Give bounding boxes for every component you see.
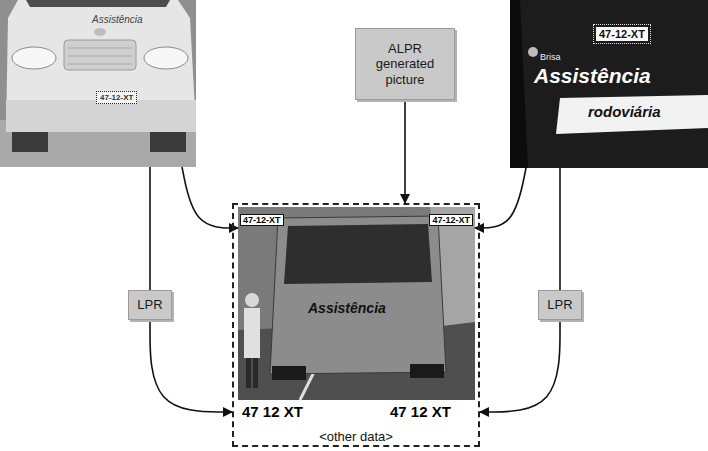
van-front-photo [6, 0, 196, 132]
van-front-photo [26, 0, 170, 7]
plate-text: 47-12-XT [596, 27, 648, 41]
text-slot: LPR [137, 297, 162, 313]
captured-image-scene [245, 293, 259, 307]
plate-reading: 47 12 XT [242, 403, 303, 420]
plate-overlay: 47-12-XT [429, 214, 473, 226]
process-box: ALPR generated picture [355, 28, 455, 100]
van-front-photo [68, 64, 132, 65]
van-front-photo [0, 0, 196, 167]
flow-arrow [559, 168, 561, 290]
van-front-photo [0, 0, 196, 167]
box-label: ALPR generated picture [362, 41, 448, 88]
plate-overlay: 47-12-XT [240, 214, 284, 226]
captured-image-scene [246, 358, 251, 388]
text-slot: 47-12-XT [596, 24, 648, 42]
box-label: LPR [137, 297, 162, 313]
van-rear-photo [556, 95, 708, 134]
flow-arrow [480, 320, 560, 412]
van-front-photo [68, 56, 132, 57]
plate-text: 47-12-XT [96, 91, 137, 104]
text-slot: Assistência [534, 64, 651, 88]
text-slot: Brisa [540, 46, 561, 64]
captured-image-scene [238, 207, 475, 400]
text-slot: Assistência [92, 9, 143, 27]
van-rear-photo [510, 0, 708, 168]
van-front-photo [12, 132, 48, 152]
van-front-photo [94, 28, 106, 36]
captured-image-scene [272, 366, 306, 380]
flow-arrow [150, 320, 232, 412]
text-slot: <other data> [234, 427, 478, 445]
text-slot: rodoviária [588, 103, 661, 121]
van-front-photo [6, 100, 196, 132]
captured-image-scene [253, 358, 258, 388]
logo-text: Brisa [540, 52, 561, 62]
process-box: LPR [128, 290, 172, 320]
flow-arrow [149, 167, 151, 290]
captured-image-scene [284, 224, 432, 284]
captured-image-scene [410, 364, 444, 378]
vehicle-rear-photo: Brisa 47-12-XT Assistência rodoviária [510, 0, 708, 168]
van-rear-photo [510, 0, 708, 168]
vehicle-lettering: rodoviária [588, 103, 661, 120]
text-slot: 47-12-XT [96, 86, 137, 104]
text-slot: 47-12-XT [429, 209, 473, 227]
van-rear-photo [528, 47, 538, 57]
data-note: <other data> [319, 429, 393, 444]
text-slot: 47 12 XT [242, 403, 303, 421]
text-slot: ALPR generated picture [362, 41, 448, 88]
vehicle-lettering: Assistência [308, 300, 386, 316]
captured-image-scene [270, 216, 446, 374]
van-front-photo [68, 48, 132, 49]
van-front-photo [150, 132, 186, 152]
plate-reading: 47 12 XT [390, 403, 451, 420]
flow-arrow [404, 100, 406, 203]
flow-arrow [182, 167, 238, 228]
van-front-photo [64, 40, 136, 70]
box-label: LPR [547, 297, 572, 313]
vehicle-front-photo: Assistência 47-12-XT [0, 0, 196, 167]
captured-image: 47-12-XT 47-12-XT Assistência [238, 207, 475, 400]
van-front-photo [12, 47, 56, 69]
vehicle-lettering: Assistência [534, 64, 651, 87]
text-slot: 47-12-XT [240, 209, 284, 227]
process-box: LPR [538, 290, 582, 320]
text-slot: 47 12 XT [390, 403, 451, 421]
text-slot: Assistência [308, 299, 386, 317]
van-front-photo [144, 47, 188, 69]
flow-arrow [475, 168, 526, 228]
text-slot: LPR [547, 297, 572, 313]
vehicle-lettering: Assistência [92, 14, 143, 25]
van-rear-photo [520, 0, 708, 168]
captured-image-scene [238, 207, 475, 400]
captured-image-scene [244, 308, 260, 358]
output-frame: 47-12-XT 47-12-XT Assistência 47 12 XT 47 12… [232, 203, 480, 447]
